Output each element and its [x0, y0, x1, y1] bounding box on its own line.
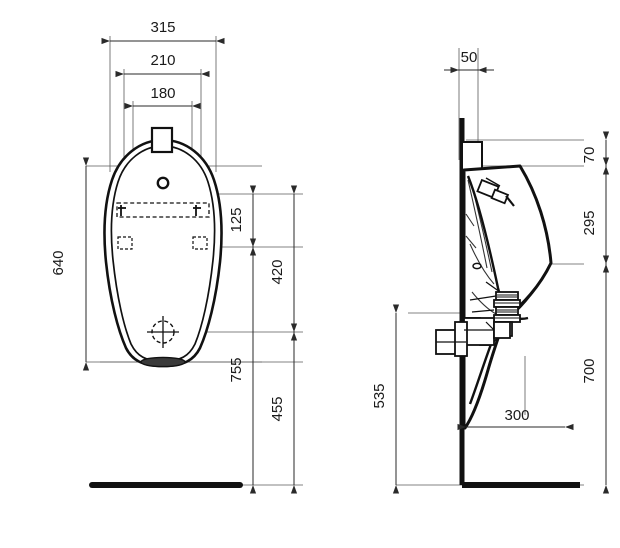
dim-label-50: 50	[461, 49, 478, 66]
dim-label-640: 640	[50, 250, 67, 275]
urinal-front-inner-rim	[110, 145, 216, 362]
fixing-bolt-marks	[118, 205, 201, 216]
dim-label-295: 295	[581, 210, 598, 235]
drain-center-symbol	[147, 316, 179, 348]
connector-rods	[469, 281, 501, 313]
dim-label-700: 700	[581, 358, 598, 383]
outlet-slot	[140, 356, 186, 368]
dim-label-455: 455	[269, 396, 286, 421]
front-view-dimension-labels: 315 210 180 640 125 755 420 455	[50, 19, 286, 422]
fixing-points	[117, 236, 208, 250]
dim-label-180: 180	[150, 85, 175, 102]
trap-ribs	[495, 294, 519, 319]
supply-inlet-box	[461, 141, 483, 171]
section-hatching	[465, 179, 497, 315]
side-view-dimensions	[392, 66, 610, 494]
dim-label-300: 300	[504, 407, 529, 424]
dim-label-315: 315	[150, 19, 175, 36]
front-view-dimensions	[82, 37, 298, 494]
dim-label-210: 210	[150, 52, 175, 69]
hidden-bracket-outline	[116, 202, 210, 218]
dim-label-755: 755	[228, 357, 245, 382]
dim-label-420: 420	[269, 259, 286, 284]
urinal-inlet-spout	[150, 126, 174, 154]
waste-pipe-details	[436, 321, 495, 343]
rim-spreader-assembly	[476, 177, 515, 207]
side-view	[396, 48, 584, 488]
internal-port-mark	[472, 262, 482, 270]
sensor-hole	[156, 176, 170, 190]
dim-label-125: 125	[228, 207, 245, 232]
side-view-dimension-labels: 50 70 295 700 535 300	[371, 49, 598, 424]
front-view	[86, 36, 303, 488]
dim-label-70: 70	[581, 147, 598, 164]
dim-label-535: 535	[371, 383, 388, 408]
